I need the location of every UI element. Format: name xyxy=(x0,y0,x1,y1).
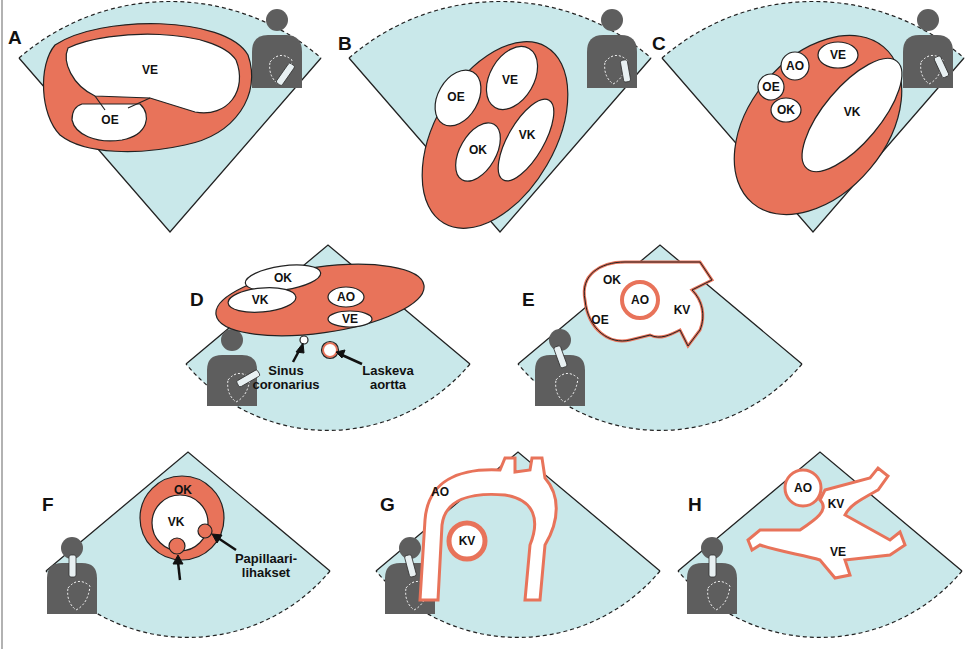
chamber-label: AO xyxy=(631,294,649,306)
chamber-label: OK xyxy=(469,144,487,156)
panel-letter: E xyxy=(522,290,535,309)
heart-view-a xyxy=(44,24,252,152)
chamber-label: VK xyxy=(519,129,536,141)
panel-letter: F xyxy=(42,495,54,514)
chamber-label: VE xyxy=(502,74,518,86)
panel-letter: D xyxy=(190,290,204,309)
view-panel: H AO KV VE xyxy=(670,445,966,645)
chamber-label: VK xyxy=(844,106,861,118)
panel-letter: G xyxy=(380,495,395,514)
chamber-label: VK xyxy=(168,516,185,528)
chamber-label: KV xyxy=(828,498,845,510)
chamber-label: OK xyxy=(777,104,795,116)
heart-view-g xyxy=(420,458,556,600)
view-panel: B OE VE OK VK xyxy=(330,0,650,240)
panel-letter: C xyxy=(652,34,666,53)
heart-view-c xyxy=(700,3,935,247)
chamber-label: OE xyxy=(591,314,608,326)
heart-view-f xyxy=(140,476,224,560)
view-panel: A VE OE xyxy=(0,0,330,240)
chamber-label: KV xyxy=(459,535,476,547)
heart-view-h xyxy=(748,468,905,578)
sector-arc xyxy=(19,1,964,637)
view-panel: G AO KV xyxy=(370,445,670,645)
leader-arrow xyxy=(293,343,362,364)
view-panel: E OK AO OE KV xyxy=(510,240,810,410)
chamber-label: OK xyxy=(274,272,292,284)
view-panel: F OK VK Papillaari- lihakset xyxy=(30,445,340,645)
chamber-label: OK xyxy=(603,274,621,286)
view-panel: D OK VK AO VE Sinus coronarius Laskeva aortta xyxy=(180,240,480,410)
chamber-label: AO xyxy=(337,291,355,303)
chamber-label: VK xyxy=(252,294,269,306)
chamber-label: AO xyxy=(431,486,449,498)
leader-arrow xyxy=(173,534,236,580)
chamber-label: VE xyxy=(142,64,158,76)
view-panel: C AO VE OE OK VK xyxy=(650,0,966,240)
chamber-label: VE xyxy=(342,313,358,325)
chamber-label: OE xyxy=(101,114,118,126)
heart-view-d xyxy=(211,253,428,359)
panel-letter: A xyxy=(8,28,22,47)
ultrasound-sector xyxy=(19,1,964,637)
chamber-label: OK xyxy=(174,484,192,496)
chamber-label: VE xyxy=(830,546,846,558)
heart-view-e xyxy=(584,262,712,346)
frame-line xyxy=(1,0,3,649)
chamber-label: OE xyxy=(447,91,464,103)
chamber-label: OE xyxy=(762,81,779,93)
callout-label: Sinus coronarius xyxy=(251,364,321,393)
panel-letter: B xyxy=(338,34,352,53)
callout-label: Laskeva aortta xyxy=(353,364,423,393)
chamber-label: KV xyxy=(674,304,691,316)
chamber-label: AO xyxy=(786,60,804,72)
chamber-label: VE xyxy=(830,49,846,61)
callout-label: Papillaari- lihakset xyxy=(227,552,305,581)
panel-letter: H xyxy=(688,495,702,514)
heart-view-b xyxy=(392,17,598,254)
chamber-label: AO xyxy=(794,482,812,494)
